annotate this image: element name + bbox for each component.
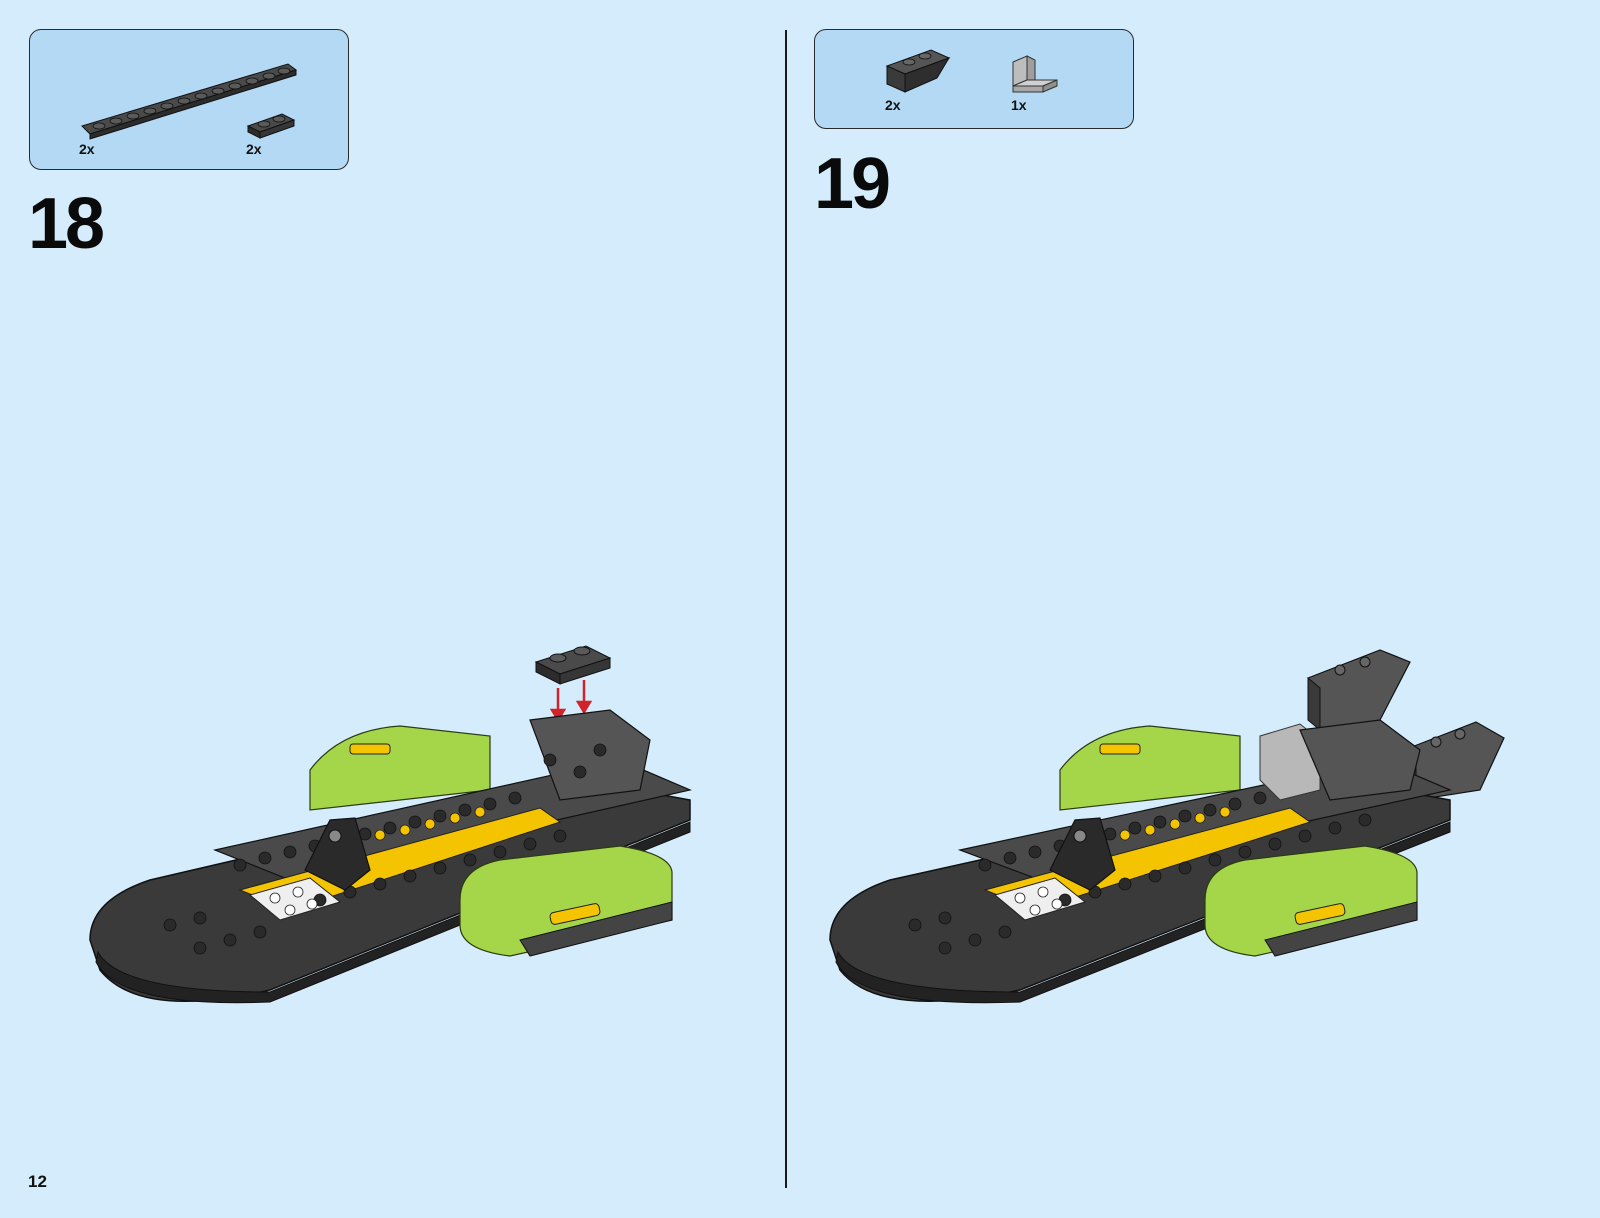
parts-box-step-18: 2x 2x — [29, 29, 349, 170]
page-divider — [785, 30, 787, 1188]
part-quantity: 2x — [79, 141, 95, 157]
parts-box-step-19: 2x 1x — [814, 29, 1134, 129]
model-step-18 — [80, 640, 720, 1035]
slope-inverted-dark-gray-icon — [883, 44, 955, 96]
step-number: 18 — [28, 188, 102, 260]
inverted-slope-left — [1308, 650, 1410, 730]
step-number: 19 — [814, 148, 888, 220]
plate-1x2-dark-gray-icon — [244, 108, 300, 142]
model-step-19 — [820, 640, 1510, 1035]
page-number: 12 — [28, 1172, 47, 1192]
part-quantity: 2x — [885, 97, 901, 113]
part-quantity: 2x — [246, 141, 262, 157]
part-quantity: 1x — [1011, 97, 1027, 113]
new-plate-1x2 — [536, 646, 610, 684]
bracket-light-gray-icon — [1009, 52, 1065, 96]
